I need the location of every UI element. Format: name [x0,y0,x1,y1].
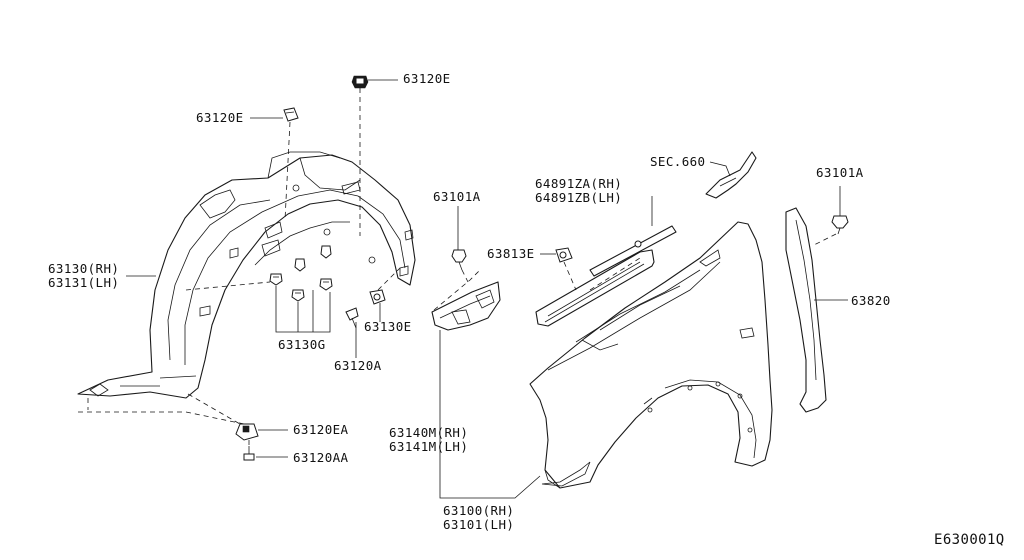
label-64891Z: 64891ZA(RH) 64891ZB(LH) [535,177,622,205]
clip-63120E-left [250,107,299,221]
label-63101A-center: 63101A [433,189,481,204]
clip-63120EA [78,393,288,441]
clip-63130G-group [269,245,333,333]
label-63120EA: 63120EA [293,422,349,437]
label-63120E-left: 63120E [196,110,244,125]
clip-63813E [540,247,577,291]
label-64891ZA-rh: 64891ZA(RH) [535,176,623,191]
label-63100-63101: 63100(RH) 63101(LH) [443,504,514,532]
label-63131-lh: 63131(LH) [48,275,120,290]
side-protector-63820 [785,207,848,413]
label-63130G: 63130G [278,337,326,352]
screw-63120AA [243,440,288,461]
label-63101A-right: 63101A [816,165,864,180]
drawing-code: E630001Q [934,532,1005,548]
label-63120A: 63120A [334,358,382,373]
label-63120AA: 63120AA [293,450,349,465]
label-63130-rh: 63130(RH) [48,261,120,276]
label-63141M-lh: 63141M(LH) [389,439,469,454]
fender-seal [535,196,677,327]
label-63100-rh: 63100(RH) [443,503,515,518]
label-63130-63131: 63130(RH) 63131(LH) [48,262,119,290]
clip-63120E-top [351,75,398,236]
fender-protector [77,151,416,399]
front-fender [529,221,773,489]
label-sec660: SEC.660 [650,154,706,169]
bolt-63101A-center [451,206,469,283]
sec660-bracket [705,151,757,199]
label-63813E: 63813E [487,246,535,261]
fender-bracket [431,269,541,499]
label-63140M-rh: 63140M(RH) [389,425,469,440]
label-63140M-63141M: 63140M(RH) 63141M(LH) [389,426,468,454]
label-63120E-top: 63120E [403,71,451,86]
clip-63130E [369,267,401,322]
label-64891ZB-lh: 64891ZB(LH) [535,190,623,205]
bolt-63120A [345,307,359,358]
bolt-63101A-right [811,186,849,247]
label-63130E: 63130E [364,319,412,334]
label-63101-lh: 63101(LH) [443,517,515,532]
label-63820: 63820 [851,293,891,308]
